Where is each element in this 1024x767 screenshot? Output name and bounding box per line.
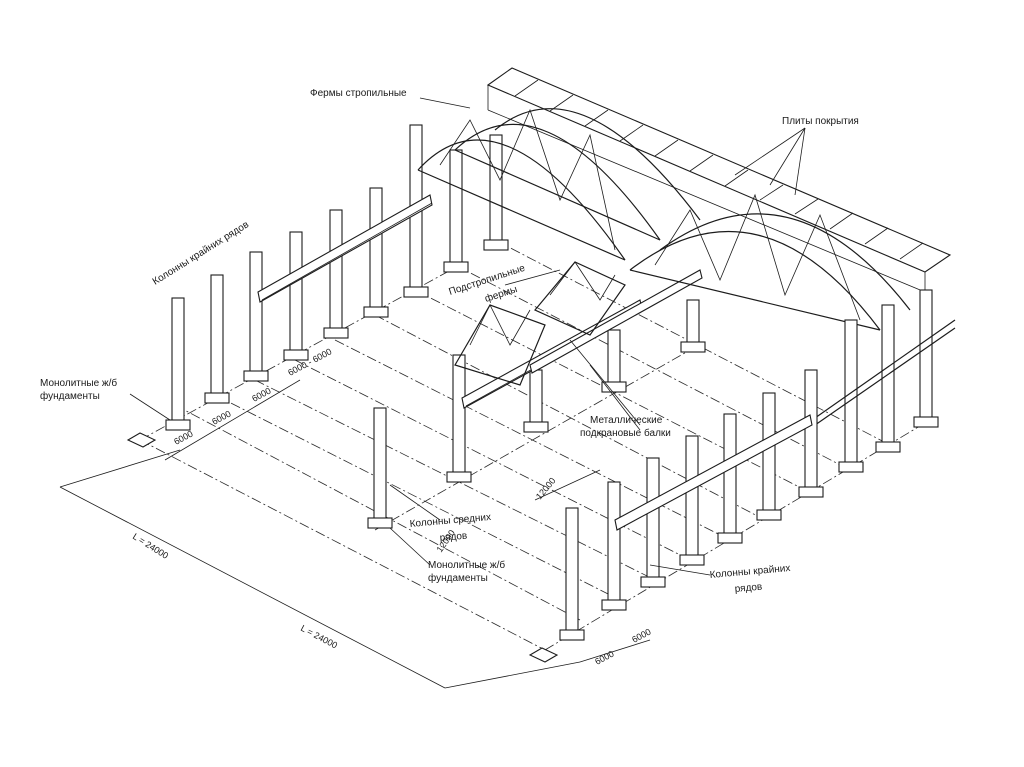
outer-columns-right xyxy=(559,369,824,641)
label-monolithic-mid-2: фундаменты xyxy=(428,572,488,584)
columns-right-rear xyxy=(804,289,956,473)
dim-span-l2: L = 24000 xyxy=(299,623,339,651)
crane-beam-left xyxy=(257,194,433,303)
leader-lines xyxy=(129,97,806,576)
label-outer-columns-left: Колонны крайних рядов xyxy=(151,219,251,287)
label-roof-slabs: Плиты покрытия xyxy=(782,116,859,127)
middle-columns xyxy=(367,299,706,529)
label-monolithic-left-2: фундаменты xyxy=(40,390,100,402)
label-outer-columns-right-2: рядов xyxy=(734,582,762,595)
label-monolithic-left-1: Монолитные ж/б xyxy=(40,377,117,389)
label-middle-columns-2: рядов xyxy=(439,531,467,544)
dim-left-b: 6000 xyxy=(210,409,232,427)
label-monolithic-mid-1: Монолитные ж/б xyxy=(428,559,505,571)
outer-columns-left xyxy=(165,124,509,431)
label-middle-columns-1: Колонны средних xyxy=(409,512,491,530)
dim-span-l1: L = 24000 xyxy=(131,531,170,561)
dim-left-c: 6000 xyxy=(250,386,272,404)
label-sub-trusses-2: фермы xyxy=(483,283,518,305)
dim-mid-span-a: 12000 xyxy=(534,476,558,502)
label-crane-beams-2: подкрановые балки xyxy=(580,427,671,439)
roof-slabs xyxy=(486,67,952,293)
roof-trusses xyxy=(417,108,911,331)
dimension-lines xyxy=(59,379,651,689)
sub-trusses xyxy=(454,261,626,386)
label-roof-trusses: Фермы стропильные xyxy=(310,88,407,99)
label-crane-beams-1: Металлические xyxy=(590,415,663,426)
dim-bottom-b: 6000 xyxy=(630,627,652,645)
label-outer-columns-right-1: Колонны крайних xyxy=(709,563,791,581)
foundations xyxy=(126,432,559,663)
dim-bottom-a: 6000 xyxy=(593,649,615,667)
